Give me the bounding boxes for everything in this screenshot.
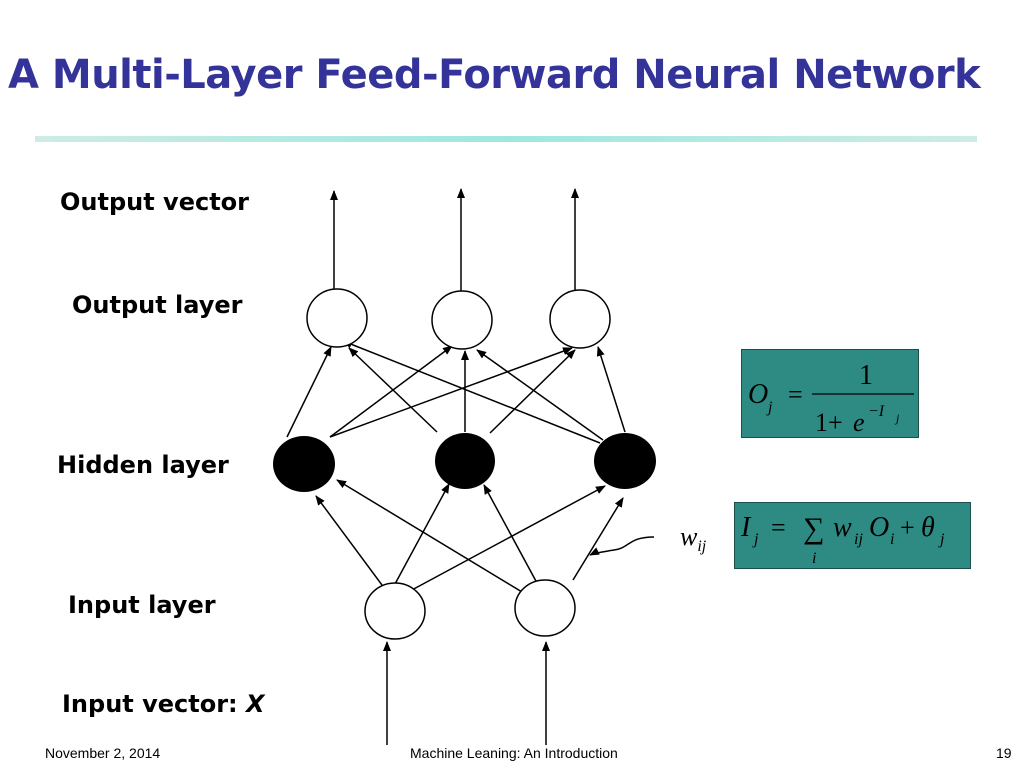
slide-title: A Multi-Layer Feed-Forward Neural Networ…: [8, 52, 981, 98]
svg-text:j: j: [894, 411, 900, 425]
weight-edge: [329, 345, 453, 438]
footer-date: November 2, 2014: [45, 745, 161, 761]
weight-edge: [342, 340, 601, 444]
svg-text:ij: ij: [854, 531, 863, 548]
weight-edge: [572, 497, 624, 581]
output-node: [549, 289, 611, 349]
weight-edge: [596, 346, 626, 433]
weight-label: wij: [680, 522, 707, 556]
svg-text:j: j: [766, 399, 773, 416]
hidden-node: [594, 433, 656, 489]
input-vector-label: Input vector: X: [62, 690, 265, 718]
output-layer-nodes: [306, 288, 611, 350]
svg-text:j: j: [752, 531, 759, 548]
output-layer-label: Output layer: [72, 291, 243, 319]
svg-text:I: I: [740, 512, 752, 543]
weight-pointer-arrow: [589, 536, 655, 556]
weight-edge: [329, 347, 573, 438]
title-divider: [35, 136, 977, 142]
svg-text:j: j: [938, 531, 945, 548]
svg-text:w: w: [833, 512, 852, 543]
svg-text:−I: −I: [868, 403, 885, 420]
svg-text:=: =: [771, 513, 786, 542]
input-vector-symbol: X: [246, 690, 265, 718]
hidden-to-output-edges: [286, 340, 626, 444]
footer-course-title: Machine Leaning: An Introduction: [410, 745, 618, 761]
weight-edge: [394, 483, 450, 585]
weight-edge: [348, 347, 438, 433]
hidden-layer-label: Hidden layer: [57, 451, 229, 479]
sigmoid-output-formula: O j = 1 1+ e −I j: [741, 349, 919, 438]
output-vector-label: Output vector: [60, 188, 249, 216]
hidden-layer-nodes: [273, 433, 656, 492]
weight-edge: [409, 485, 606, 592]
weight-edge: [483, 484, 538, 584]
input-node: [364, 582, 426, 640]
svg-text:θ: θ: [921, 512, 935, 543]
input-layer-nodes: [364, 579, 576, 640]
weight-edge: [336, 479, 523, 593]
output-arrows: [330, 188, 579, 292]
input-node: [514, 579, 576, 637]
svg-text:+: +: [900, 513, 915, 542]
hidden-node: [435, 433, 495, 489]
svg-text:=: =: [788, 380, 803, 409]
output-node: [306, 288, 368, 348]
input-arrows: [383, 641, 550, 745]
weight-edge: [286, 346, 332, 438]
svg-text:i: i: [812, 550, 816, 567]
svg-text:∑: ∑: [803, 512, 824, 545]
svg-text:O: O: [869, 512, 889, 543]
output-node: [431, 290, 493, 350]
net-input-formula-graphic: I j = ∑ i w ij O i + θ j: [740, 512, 945, 567]
sigmoid-formula-graphic: O j = 1 1+ e −I j: [748, 360, 914, 437]
svg-text:e: e: [853, 408, 865, 437]
input-layer-label: Input layer: [68, 591, 216, 619]
slide-number: 19: [996, 745, 1012, 761]
weight-edge: [489, 349, 576, 434]
svg-text:O: O: [748, 379, 768, 410]
weight-edge: [476, 349, 604, 441]
svg-text:1: 1: [859, 360, 873, 391]
svg-text:1+: 1+: [815, 408, 843, 437]
net-input-formula: I j = ∑ i w ij O i + θ j: [734, 502, 971, 569]
svg-text:i: i: [890, 531, 894, 548]
hidden-node: [273, 436, 335, 492]
input-to-hidden-edges: [315, 479, 624, 593]
weight-edge: [315, 495, 383, 586]
